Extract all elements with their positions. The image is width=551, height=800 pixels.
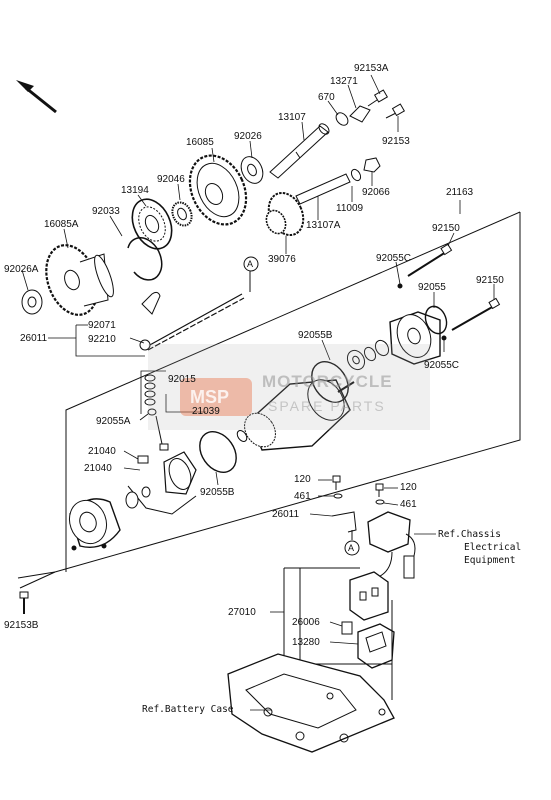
- assembly-frame: [17, 211, 521, 589]
- label-ref-a-bottom: A: [348, 543, 355, 553]
- bolt-92153B: [19, 591, 29, 614]
- cable-26011: [139, 270, 251, 351]
- label-39076: 39076: [268, 254, 296, 265]
- end-cover-left: [68, 498, 121, 551]
- label-461-right: 461: [400, 499, 417, 510]
- label-461-left: 461: [294, 491, 311, 502]
- gear-16085A: [45, 244, 114, 316]
- brush-holder: [137, 443, 197, 495]
- ref-chassis-line1: Ref.Chassis: [438, 529, 501, 540]
- watermark-logo: MSP: [180, 378, 252, 416]
- label-92210: 92210: [88, 334, 116, 345]
- shaft-13107: [269, 123, 330, 179]
- watermark-line1: MOTORCYCLE: [262, 372, 393, 391]
- o-ring-92055: [424, 305, 448, 335]
- bolt-120-right: [375, 483, 384, 497]
- label-92033: 92033: [92, 206, 120, 217]
- nut-92066: [363, 157, 381, 173]
- label-13107: 13107: [278, 112, 306, 123]
- gear-16085: [188, 154, 248, 226]
- label-92055C-upper: 92055C: [376, 253, 412, 264]
- label-120-left: 120: [294, 474, 311, 485]
- label-26006: 26006: [292, 617, 320, 628]
- label-120-right: 120: [400, 482, 417, 493]
- fuse-26006: [341, 621, 353, 635]
- label-92153A: 92153A: [354, 63, 389, 74]
- label-16085: 16085: [186, 137, 214, 148]
- label-92055A: 92055A: [96, 416, 131, 427]
- gear-39076: [265, 191, 305, 237]
- front-arrow-icon: [16, 80, 57, 114]
- bolt-92153: [385, 103, 406, 119]
- label-92153B: 92153B: [4, 620, 39, 631]
- ref-chassis-line2: Electrical: [464, 542, 522, 553]
- label-92150-upper: 92150: [432, 223, 460, 234]
- label-92026: 92026: [234, 131, 262, 142]
- o-ring-92055B-left: [199, 431, 237, 473]
- washer-92026A: [21, 289, 43, 315]
- label-21039: 21039: [192, 406, 220, 417]
- holder-13280: [357, 623, 395, 669]
- washer-92026: [240, 156, 264, 184]
- label-13194: 13194: [121, 185, 149, 196]
- relay-27010: [349, 571, 389, 621]
- label-92055C-lower: 92055C: [424, 360, 460, 371]
- watermark-panel: [148, 344, 430, 430]
- label-21040-lower: 21040: [84, 463, 112, 474]
- ref-chassis-line3: Equipment: [464, 555, 516, 566]
- plate-13271: [349, 105, 371, 123]
- stack-92015-21039: [144, 374, 163, 445]
- bearing-92046: [171, 201, 193, 227]
- battery-case: [227, 653, 395, 753]
- relay-cover: [367, 511, 416, 579]
- bolt-92153A: [367, 89, 389, 107]
- starter-motor-body: [236, 379, 355, 451]
- lead-26011: [331, 511, 357, 540]
- label-670: 670: [318, 92, 335, 103]
- label-92046: 92046: [157, 174, 185, 185]
- label-92015: 92015: [168, 374, 196, 385]
- o-ring-11009: [350, 168, 362, 182]
- bolt-92150-upper: [407, 243, 453, 277]
- label-21040-upper: 21040: [88, 446, 116, 457]
- label-92066: 92066: [362, 187, 390, 198]
- shaft-13107A: [295, 173, 351, 205]
- circlip-92033: [127, 237, 163, 281]
- relay-group-bracket: [283, 567, 301, 665]
- bolt-120-left: [332, 475, 341, 490]
- ref-battery-case: Ref.Battery Case: [142, 704, 234, 715]
- label-92055B-upper: 92055B: [298, 330, 333, 341]
- clutch-13194: [131, 198, 173, 250]
- label-16085A: 16085A: [44, 219, 79, 230]
- washer-461-left: [333, 493, 343, 499]
- label-92071: 92071: [88, 320, 116, 331]
- label-92153: 92153: [382, 136, 410, 147]
- label-13280: 13280: [292, 637, 320, 648]
- label-21163: 21163: [446, 187, 474, 198]
- label-26011-lower: 26011: [272, 509, 300, 520]
- washer-461-right: [375, 499, 385, 505]
- label-92150-lower: 92150: [476, 275, 504, 286]
- o-ring-92055B-right: [311, 361, 349, 403]
- label-92055: 92055: [418, 282, 446, 293]
- watermark-line2: SPARE PARTS: [268, 398, 386, 414]
- bolt-92150-lower: [451, 297, 501, 331]
- label-27010: 27010: [228, 607, 256, 618]
- label-13107A: 13107A: [306, 220, 341, 231]
- bearing-right: [346, 339, 390, 371]
- ref-circle-a-top: [243, 256, 259, 272]
- label-92055B-lower: 92055B: [200, 487, 235, 498]
- label-11009: 11009: [336, 203, 364, 214]
- label-26011-upper: 26011: [20, 333, 48, 344]
- label-92026A: 92026A: [4, 264, 39, 275]
- leader-lines: [21, 74, 495, 711]
- label-ref-a-top: A: [247, 259, 254, 269]
- label-13271: 13271: [330, 76, 358, 87]
- ref-circle-a-bottom: [344, 540, 360, 556]
- watermark-logo-text: MSP: [190, 387, 230, 407]
